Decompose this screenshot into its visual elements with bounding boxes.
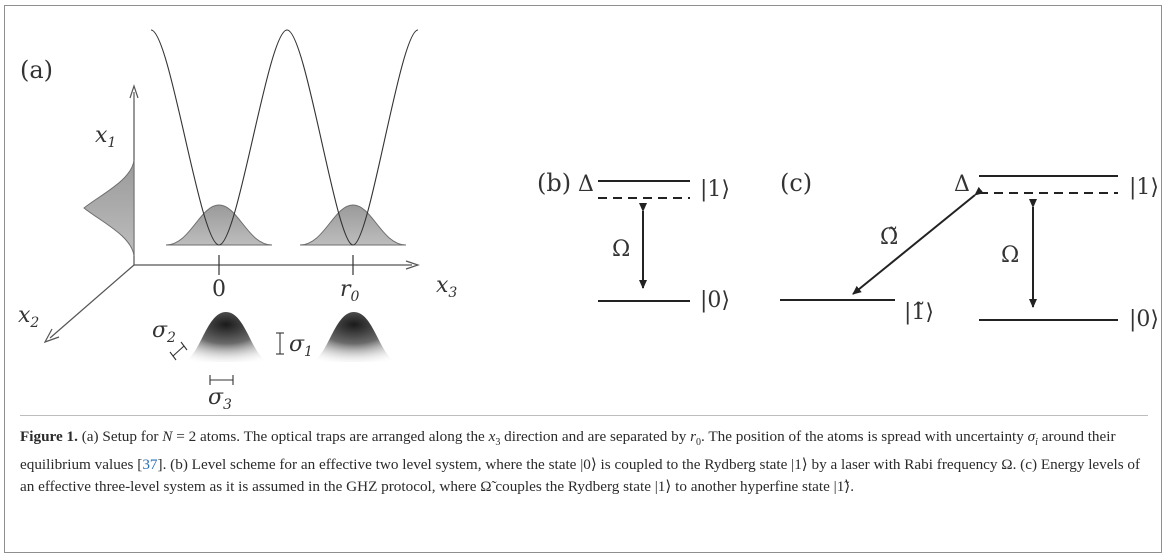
atom-blob-1 xyxy=(180,312,272,362)
panel-b-label: (b) xyxy=(537,169,571,197)
atom-blob-2 xyxy=(308,312,400,362)
figure-caption: Figure 1. (a) Setup for N = 2 atoms. The… xyxy=(20,428,1141,496)
figure-frame xyxy=(4,5,1162,553)
x1-arrowhead xyxy=(129,84,139,99)
x2-axis xyxy=(49,264,135,339)
gaussian-atom-1 xyxy=(165,204,273,246)
sigma1-label: σ1 xyxy=(289,332,313,360)
panel-c-state-1: |1⟩ xyxy=(1129,175,1159,200)
x3-label: x3 xyxy=(436,273,457,301)
x2-label: x2 xyxy=(18,303,39,331)
tick-0-label: 0 xyxy=(212,277,226,302)
panel-c-label: (c) xyxy=(780,169,812,197)
figure-art: (a) x1 x3 x2 0 r0 σ1 xyxy=(18,29,1159,413)
panel-a: (a) x1 x3 x2 0 r0 σ1 xyxy=(18,29,457,413)
tick-r0-label: r0 xyxy=(340,277,360,305)
panel-c-omega: Ω xyxy=(1001,243,1019,268)
panel-b-delta: Δ xyxy=(578,172,594,197)
panel-b-state-0: |0⟩ xyxy=(700,288,730,313)
panel-c-state-0: |0⟩ xyxy=(1129,307,1159,332)
sigma2-label: σ2 xyxy=(152,318,176,346)
citation-link[interactable]: 37 xyxy=(142,456,158,474)
caption-figure-number: Figure 1. xyxy=(20,428,78,445)
caption-divider xyxy=(20,415,1148,416)
x2-arrowhead xyxy=(43,328,60,344)
x1-label: x1 xyxy=(95,123,116,151)
panel-c-omega-tilde-arrow xyxy=(852,186,984,295)
panel-a-label: (a) xyxy=(20,56,53,84)
panel-b-state-1: |1⟩ xyxy=(700,177,730,202)
sigma2-bar xyxy=(172,345,185,357)
trap-potential xyxy=(150,29,419,246)
panel-c: (c) Δ |1⟩ |0⟩ |1̃⟩ Ω Ω̃ xyxy=(780,169,1159,332)
sigma3-label: σ3 xyxy=(208,385,232,413)
gaussian-atom-2 xyxy=(299,204,407,246)
panel-c-state-1-tilde: |1̃⟩ xyxy=(904,300,934,325)
panel-b: (b) Δ |1⟩ |0⟩ Ω xyxy=(537,169,730,313)
panel-c-omega-tilde: Ω̃ xyxy=(880,225,898,250)
x1-gaussian xyxy=(83,159,135,257)
x3-arrowhead xyxy=(405,260,420,270)
panel-c-delta: Δ xyxy=(954,172,970,197)
panel-b-omega: Ω xyxy=(612,237,630,262)
